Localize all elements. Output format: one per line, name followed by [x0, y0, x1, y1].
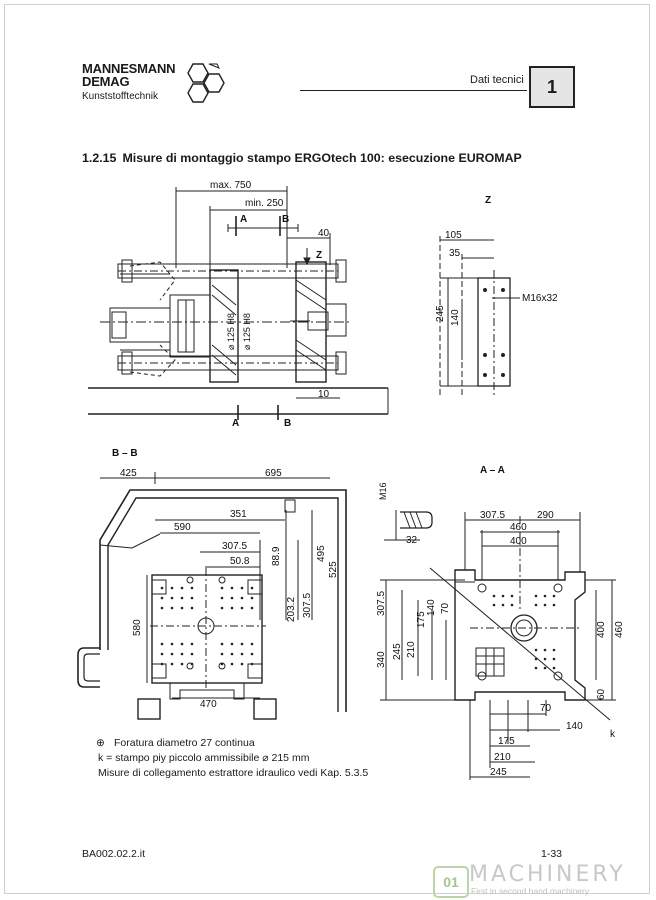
- dim-340: 340: [376, 651, 387, 668]
- dim-105: 105: [445, 230, 462, 241]
- dim-210-aa: 210: [406, 641, 417, 658]
- brand-logo: MANNESMANN DEMAG Kunststofftechnik: [82, 61, 176, 102]
- crosshair-bore-icon: ⊕: [96, 737, 105, 749]
- note-ejector: Misure di collegamento estrattore idraul…: [98, 767, 369, 779]
- section-aa-labels: A – A M16 32 307.5 290 460 400 307.5 175…: [376, 465, 625, 778]
- dim-175-aa-bottom: 175: [498, 736, 515, 747]
- drawing-notes: ⊕ Foratura diametro 27 continua k = stam…: [96, 736, 369, 781]
- brand-subtitle: Kunststofftechnik: [82, 91, 158, 102]
- watermark: 01 MACHINERY First in second hand machin…: [433, 862, 645, 898]
- dim-580: 580: [132, 619, 143, 636]
- dim-307-5-aa: 307.5: [480, 510, 505, 521]
- note-bore: ⊕ Foratura diametro 27 continua: [96, 736, 368, 751]
- dim-695: 695: [265, 468, 282, 479]
- dim-590: 590: [174, 522, 191, 533]
- dim-60: 60: [596, 688, 607, 700]
- detail-z-labels: Z 105 35 245 140 M16x32: [435, 195, 558, 326]
- section-mark-a-bottom: A: [232, 418, 239, 429]
- dim-245-z: 245: [435, 305, 446, 322]
- dim-400-aa-right: 400: [596, 621, 607, 638]
- dim-35: 35: [449, 248, 461, 259]
- note-min-mold: k = stampo piy piccolo ammissibile ⌀ 215…: [98, 752, 310, 764]
- detail-z-label: Z: [485, 195, 491, 206]
- chapter-badge: 1: [529, 66, 575, 108]
- hexagon-logo-icon: [187, 63, 225, 103]
- dim-203-2: 203.2: [286, 597, 297, 622]
- section-bb-label: B – B: [112, 448, 138, 459]
- document-id: BA002.02.2.it: [82, 848, 146, 860]
- dim-210-aa-bottom: 210: [494, 752, 511, 763]
- dim-307-5-bb-vert: 307.5: [302, 593, 313, 618]
- z-view-mark: Z: [316, 250, 322, 261]
- dim-140-aa-bottom: 140: [566, 721, 583, 732]
- section-bb-labels: B – B 425 695 351 590 307.5 50.8 88.9 49…: [112, 448, 339, 710]
- dim-495: 495: [316, 545, 327, 562]
- section-number: 1.2.15: [82, 151, 117, 165]
- dim-245-aa: 245: [392, 643, 403, 660]
- section-title: Misure di montaggio stampo ERGOtech 100:…: [122, 151, 522, 165]
- dim-425: 425: [120, 468, 137, 479]
- section-mark-a-top: A: [240, 214, 247, 225]
- section-bb-hole-grid: [160, 576, 254, 670]
- dim-460-aa-right: 460: [614, 621, 625, 638]
- dim-min-250: min. 250: [245, 198, 284, 209]
- section-aa-view: [380, 510, 616, 780]
- dim-70-aa-bottom: 70: [540, 703, 552, 714]
- dim-bore-2: ⌀ 125 H8: [242, 313, 252, 350]
- page-number: 1-33: [541, 848, 563, 860]
- dim-bore-1: ⌀ 125 H8: [226, 313, 236, 350]
- dim-470: 470: [200, 699, 217, 710]
- dim-max-750: max. 750: [210, 180, 252, 191]
- dim-40: 40: [318, 228, 330, 239]
- dim-290: 290: [537, 510, 554, 521]
- brand-line-1: MANNESMANN: [82, 61, 176, 76]
- page-frame: [4, 4, 650, 894]
- header-rule: [300, 90, 527, 91]
- watermark-name: MACHINERY: [469, 862, 626, 887]
- detail-z-view: [439, 236, 520, 395]
- section-bb-view: [77, 472, 347, 720]
- dim-70-aa: 70: [440, 602, 451, 614]
- dim-10: 10: [318, 389, 330, 400]
- section-label: Dati tecnici: [470, 74, 524, 86]
- dim-50-8: 50.8: [230, 556, 250, 567]
- dim-175-aa: 175: [416, 611, 427, 628]
- dim-307-5-aa-vert: 307.5: [376, 591, 387, 616]
- watermark-logo-icon: 01: [433, 866, 469, 898]
- dim-32: 32: [406, 535, 418, 546]
- section-aa-label: A – A: [480, 465, 505, 476]
- dim-m16-aa: M16: [378, 482, 388, 500]
- note-bore-text: Foratura diametro 27 continua: [114, 737, 255, 749]
- dim-525: 525: [328, 561, 339, 578]
- section-mark-b-top: B: [282, 214, 289, 225]
- k-label: k: [610, 729, 616, 740]
- top-view: [88, 186, 389, 420]
- brand-line-2: DEMAG: [82, 74, 130, 89]
- section-mark-b-bottom: B: [284, 418, 291, 429]
- dim-307-5-bb: 307.5: [222, 541, 247, 552]
- dim-140-aa: 140: [426, 599, 437, 616]
- page-title: 1.2.15 Misure di montaggio stampo ERGOtec…: [82, 151, 522, 165]
- top-view-labels: max. 750 min. 250 40 10 ⌀ 125 H8 ⌀ 125 H…: [210, 180, 330, 429]
- dim-245-aa-bottom: 245: [490, 767, 507, 778]
- watermark-tagline: First in second hand machinery: [471, 886, 590, 896]
- dim-400-aa-top: 400: [510, 536, 527, 547]
- dim-140-z: 140: [450, 309, 461, 326]
- thread-m16x32: M16x32: [522, 293, 558, 304]
- dim-351: 351: [230, 509, 247, 520]
- section-aa-hole-grid: [492, 594, 556, 670]
- dim-88-9: 88.9: [271, 546, 282, 566]
- dim-460-aa-top: 460: [510, 522, 527, 533]
